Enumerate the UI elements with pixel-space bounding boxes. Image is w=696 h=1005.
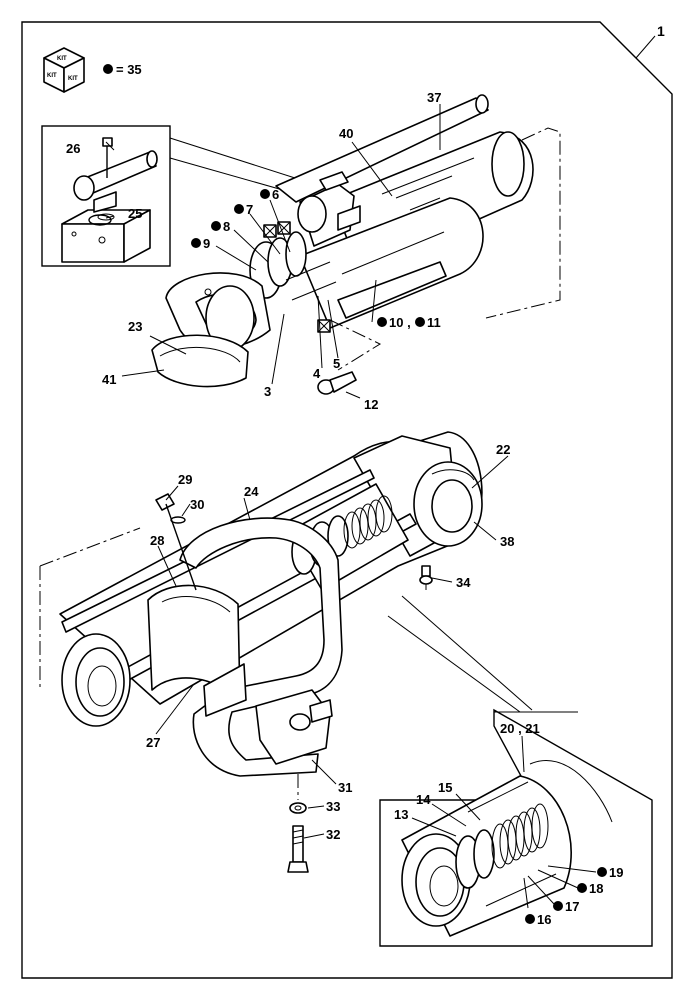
callout-16-kit-bullet — [525, 914, 535, 924]
callout-11-kit-bullet — [415, 317, 425, 327]
kit-box-icon: KIT KIT KIT — [43, 47, 85, 93]
callout-8-kit-bullet — [211, 221, 221, 231]
svg-text:KIT: KIT — [47, 73, 57, 79]
kit-bullet-icon — [103, 64, 113, 74]
callout-17-kit-bullet — [553, 901, 563, 911]
callout-8: 8 — [223, 219, 230, 234]
callout-18-kit-bullet — [577, 883, 587, 893]
callout-13: 13 — [394, 807, 408, 822]
svg-text:KIT: KIT — [57, 56, 67, 62]
sheet-number: 1 — [657, 23, 665, 39]
svg-text:KIT: KIT — [68, 76, 78, 82]
callout-11: 11 — [427, 315, 441, 330]
sheet-border — [21, 21, 673, 979]
callout-5: 5 — [333, 356, 340, 371]
callout-20-21: 20 , 21 — [500, 721, 540, 736]
callout-34: 34 — [456, 575, 471, 590]
callout-18: 18 — [589, 881, 603, 896]
callout-38: 38 — [500, 534, 514, 549]
callout-14: 14 — [416, 792, 431, 807]
callout-16: 16 — [537, 912, 551, 927]
callout-4: 4 — [313, 366, 321, 381]
callout-19-kit-bullet — [597, 867, 607, 877]
kit-legend: = 35 — [116, 62, 142, 77]
detail-box-mount — [41, 125, 171, 267]
callout-29: 29 — [178, 472, 192, 487]
callout-17: 17 — [565, 899, 579, 914]
callout-15: 15 — [438, 780, 452, 795]
callout-12: 12 — [364, 397, 378, 412]
callout-22: 22 — [496, 442, 510, 457]
callout-32: 32 — [326, 827, 340, 842]
callout-24: 24 — [244, 484, 259, 499]
callout-27: 27 — [146, 735, 160, 750]
callout-7-kit-bullet — [234, 204, 244, 214]
callout-41: 41 — [102, 372, 116, 387]
callout-3: 3 — [264, 384, 271, 399]
callout-9: 9 — [203, 236, 210, 251]
callout-19: 19 — [609, 865, 623, 880]
callout-23: 23 — [128, 319, 142, 334]
callout-40: 40 — [339, 126, 353, 141]
callout-6-kit-bullet — [260, 189, 270, 199]
callout-7: 7 — [246, 202, 253, 217]
callout-33: 33 — [326, 799, 340, 814]
callout-37: 37 — [427, 90, 441, 105]
callout-10: 10 , — [389, 315, 411, 330]
callout-26: 26 — [66, 141, 80, 156]
callout-6: 6 — [272, 187, 279, 202]
callout-9-kit-bullet — [191, 238, 201, 248]
callout-31: 31 — [338, 780, 352, 795]
callout-25: 25 — [128, 206, 142, 221]
callout-28: 28 — [150, 533, 164, 548]
callout-10-kit-bullet — [377, 317, 387, 327]
callout-30: 30 — [190, 497, 204, 512]
